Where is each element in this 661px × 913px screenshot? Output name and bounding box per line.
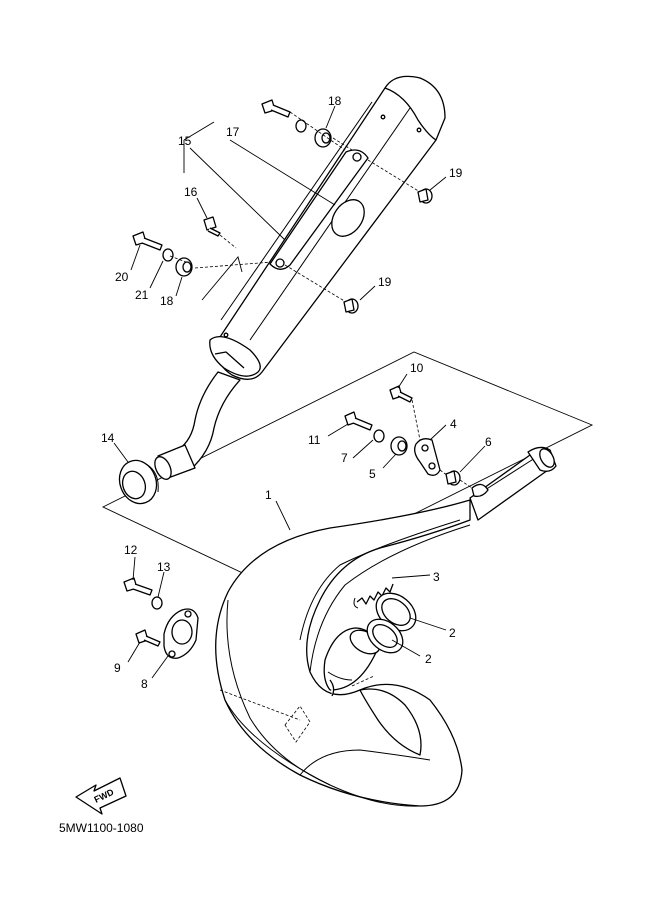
bolt-20 — [132, 231, 163, 251]
bolt-10 — [389, 385, 413, 403]
collar-6 — [445, 470, 461, 486]
group-bracket-15-17 — [183, 121, 215, 173]
callout-5: 5 — [369, 467, 376, 481]
callout-18-lower: 18 — [160, 294, 174, 308]
washer-21 — [162, 248, 174, 262]
silencer-mount-bracket — [269, 149, 369, 270]
grommet-18-lower — [175, 257, 193, 277]
spring-3 — [353, 583, 394, 609]
callout-2-lower: 2 — [425, 652, 432, 666]
collar-5 — [390, 436, 408, 456]
bolt-12 — [123, 577, 153, 596]
collar-19-upper — [417, 188, 433, 204]
callout-9: 9 — [114, 661, 121, 675]
callout-8: 8 — [141, 677, 148, 691]
grommet-18-upper — [314, 128, 332, 148]
callout-13: 13 — [157, 560, 171, 574]
flange-8 — [163, 608, 199, 659]
washer-7 — [373, 429, 385, 443]
bolt-16 — [203, 216, 221, 237]
callout-19-lower: 19 — [378, 275, 392, 289]
gasket-14 — [118, 459, 159, 505]
silencer-inlet-pipe — [154, 371, 241, 480]
callout-21: 21 — [135, 288, 149, 302]
diagram-code: 5MW1100-1080 — [59, 821, 144, 835]
callout-16: 16 — [184, 185, 198, 199]
callout-15: 15 — [178, 134, 192, 148]
silencer-group-frame — [101, 351, 594, 587]
callout-20: 20 — [115, 270, 129, 284]
callout-11: 11 — [308, 433, 321, 447]
fwd-arrow-icon: FWD — [75, 777, 127, 815]
callout-2-upper: 2 — [449, 626, 456, 640]
gasket-2-lower — [366, 618, 404, 654]
callout-7: 7 — [341, 451, 348, 465]
callout-12: 12 — [124, 543, 138, 557]
bolt-9 — [135, 629, 161, 647]
callout-19-upper: 19 — [449, 166, 463, 180]
group-bracket-16 — [201, 256, 243, 301]
callout-4: 4 — [450, 417, 457, 431]
callout-1: 1 — [265, 488, 272, 502]
washer-upper — [295, 119, 307, 133]
exhaust-pipe — [215, 446, 557, 807]
silencer — [209, 75, 446, 380]
callout-18-upper: 18 — [328, 94, 342, 108]
bolt-upper — [261, 99, 291, 118]
collar-19-lower — [343, 298, 359, 314]
callout-3: 3 — [433, 570, 440, 584]
callout-6: 6 — [485, 435, 492, 449]
washer-13 — [151, 596, 163, 610]
callout-17: 17 — [226, 125, 240, 139]
bracket-4 — [414, 438, 441, 476]
bolt-11 — [344, 411, 373, 431]
callout-14: 14 — [101, 431, 115, 445]
callout-10: 10 — [410, 361, 424, 375]
